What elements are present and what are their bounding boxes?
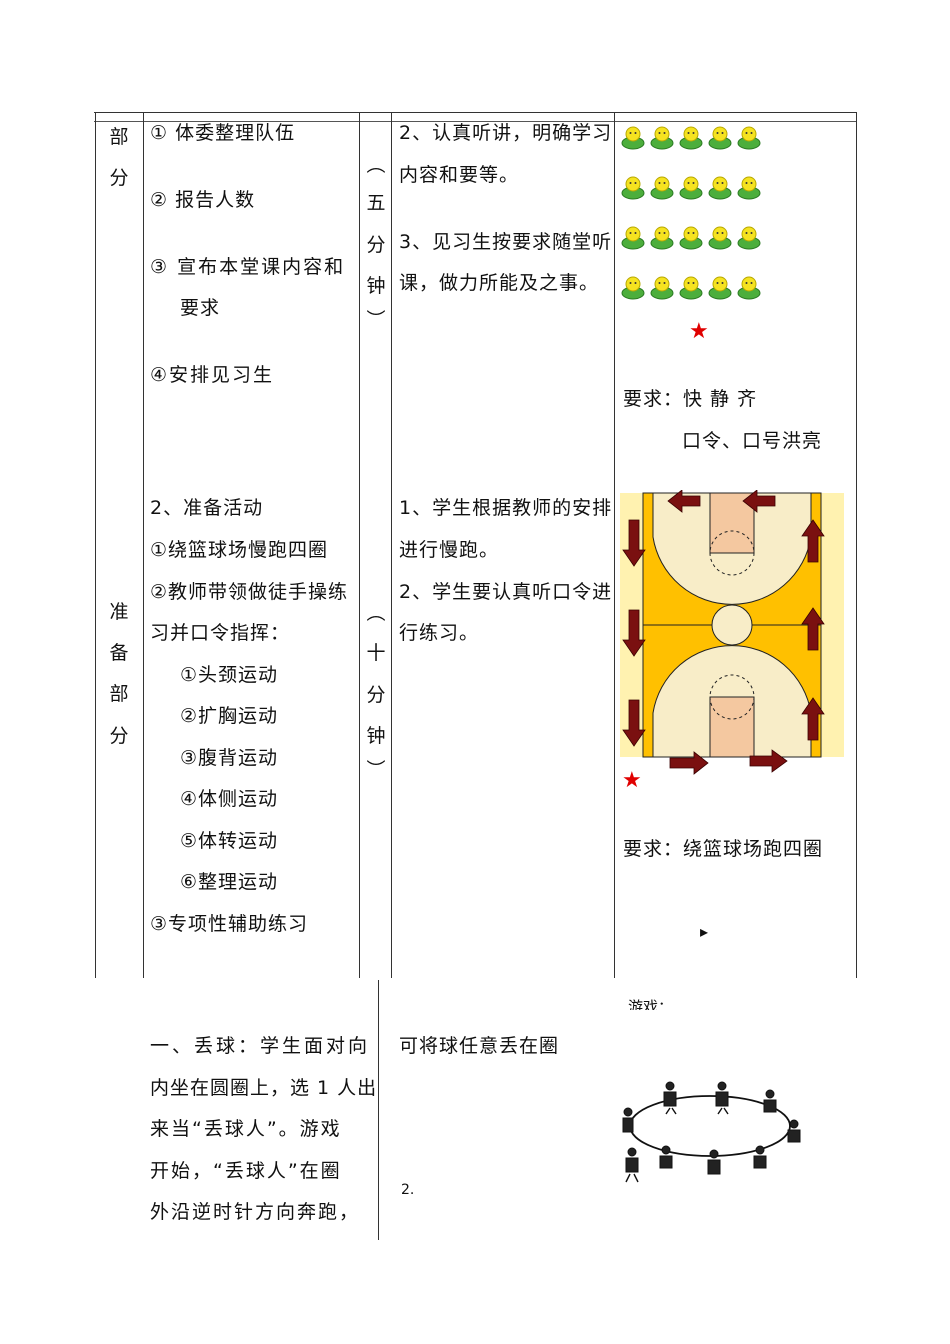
seated-kid [622, 1107, 634, 1133]
game-line: 一、丢球：学生面对向 [150, 1035, 371, 1057]
list-item: ④体侧运动 [180, 788, 279, 810]
basketball-court-diagram [620, 490, 844, 775]
seated-kid [707, 1149, 721, 1175]
list-item: ⑥整理运动 [180, 871, 279, 893]
list-item: ① 体委整理队伍 [150, 122, 296, 144]
list-item: ⑤体转运动 [180, 830, 279, 852]
seated-kid [625, 1147, 639, 1173]
duration-char: ︶ [366, 309, 386, 331]
duration-char: ︶ [366, 759, 386, 781]
formation-row-1 [621, 126, 761, 150]
list-item: ②扩胸运动 [180, 705, 279, 727]
table-col-divider-right [856, 112, 857, 978]
list-item: ② 报告人数 [150, 189, 256, 211]
student-line: 内容和要等。 [399, 164, 520, 186]
game-line: 开始，“丢球人”在圈 [150, 1160, 342, 1182]
student-line: 2、学生要认真听口令进 [399, 581, 613, 603]
list-item: ③ 宣布本堂课内容和 [150, 256, 346, 278]
seated-kid [715, 1081, 729, 1107]
duration-char: 五 [366, 192, 386, 214]
table-top-border-inner [94, 121, 856, 122]
section-label-char: 准 [109, 601, 129, 623]
formation-row-3 [621, 226, 761, 250]
duration-char: ︵ [366, 602, 386, 624]
game-number-mark: 2. [401, 1182, 415, 1198]
student-line: 1、学生根据教师的安排 [399, 497, 613, 519]
formation-row-2 [621, 176, 761, 200]
formation-row-4 [621, 276, 761, 300]
teacher-star-icon: ★ [689, 319, 709, 344]
game-line: 内坐在圆圈上，选 1 人出 [150, 1077, 378, 1099]
section-label-char: 部 [109, 126, 129, 148]
seated-kid [763, 1089, 777, 1113]
table-col-divider-4 [614, 112, 615, 978]
section-one-requirement: 要求：快 静 齐 [623, 388, 758, 410]
list-item: 习并口令指挥： [150, 622, 291, 644]
student-line: 行练习。 [399, 622, 480, 644]
duration-char: 钟 [366, 275, 386, 297]
student-line: 2、认真听讲，明确学习 [399, 122, 613, 144]
game-line: 外沿逆时针方向奔跑， [150, 1201, 361, 1223]
seated-kid [659, 1145, 673, 1169]
game-student-line: 可将球任意丢在圈 [399, 1035, 560, 1057]
duration-char: 分 [366, 234, 386, 256]
student-line: 进行慢跑。 [399, 539, 500, 561]
game-circle-illustration [622, 1081, 801, 1183]
student-line: 课，做力所能及之事。 [399, 272, 600, 294]
pointer-icon: ▸ [700, 922, 709, 941]
list-item: ①头颈运动 [180, 664, 279, 686]
list-item: 2、准备活动 [150, 497, 264, 519]
list-item: ②教师带领做徒手操练 [150, 581, 349, 603]
student-line: 3、见习生按要求随堂听 [399, 231, 613, 253]
section-label-char: 分 [109, 167, 129, 189]
list-item: 要求 [180, 297, 221, 319]
seated-kid [753, 1145, 767, 1169]
duration-char: 钟 [366, 725, 386, 747]
table-top-border [94, 112, 856, 113]
duration-char: ︵ [366, 154, 386, 176]
game-heading: 游戏： [628, 998, 674, 1010]
table-col-divider-3 [391, 112, 392, 978]
list-item: ③腹背运动 [180, 747, 279, 769]
teacher-star-icon: ★ [622, 768, 642, 793]
section-label-char: 备 [109, 642, 129, 664]
section-two-requirement: 要求：绕篮球场跑四圈 [623, 838, 824, 860]
lower-col-divider [378, 980, 379, 1240]
table-col-divider-left [95, 112, 96, 978]
section-label-char: 分 [109, 725, 129, 747]
duration-char: 分 [366, 684, 386, 706]
student-formation [621, 126, 761, 300]
list-item: ④安排见习生 [150, 364, 275, 386]
game-line: 来当“丢球人”。游戏 [150, 1118, 342, 1140]
list-item: ①绕篮球场慢跑四圈 [150, 539, 329, 561]
seated-kid [787, 1119, 801, 1143]
table-col-divider-1 [143, 112, 144, 978]
section-one-requirement-2: 口令、口号洪亮 [682, 430, 823, 452]
section-label-char: 部 [109, 683, 129, 705]
list-item: ③专项性辅助练习 [150, 913, 309, 935]
table-col-divider-2 [359, 112, 360, 978]
seated-kid [663, 1081, 677, 1107]
duration-char: 十 [366, 642, 386, 664]
